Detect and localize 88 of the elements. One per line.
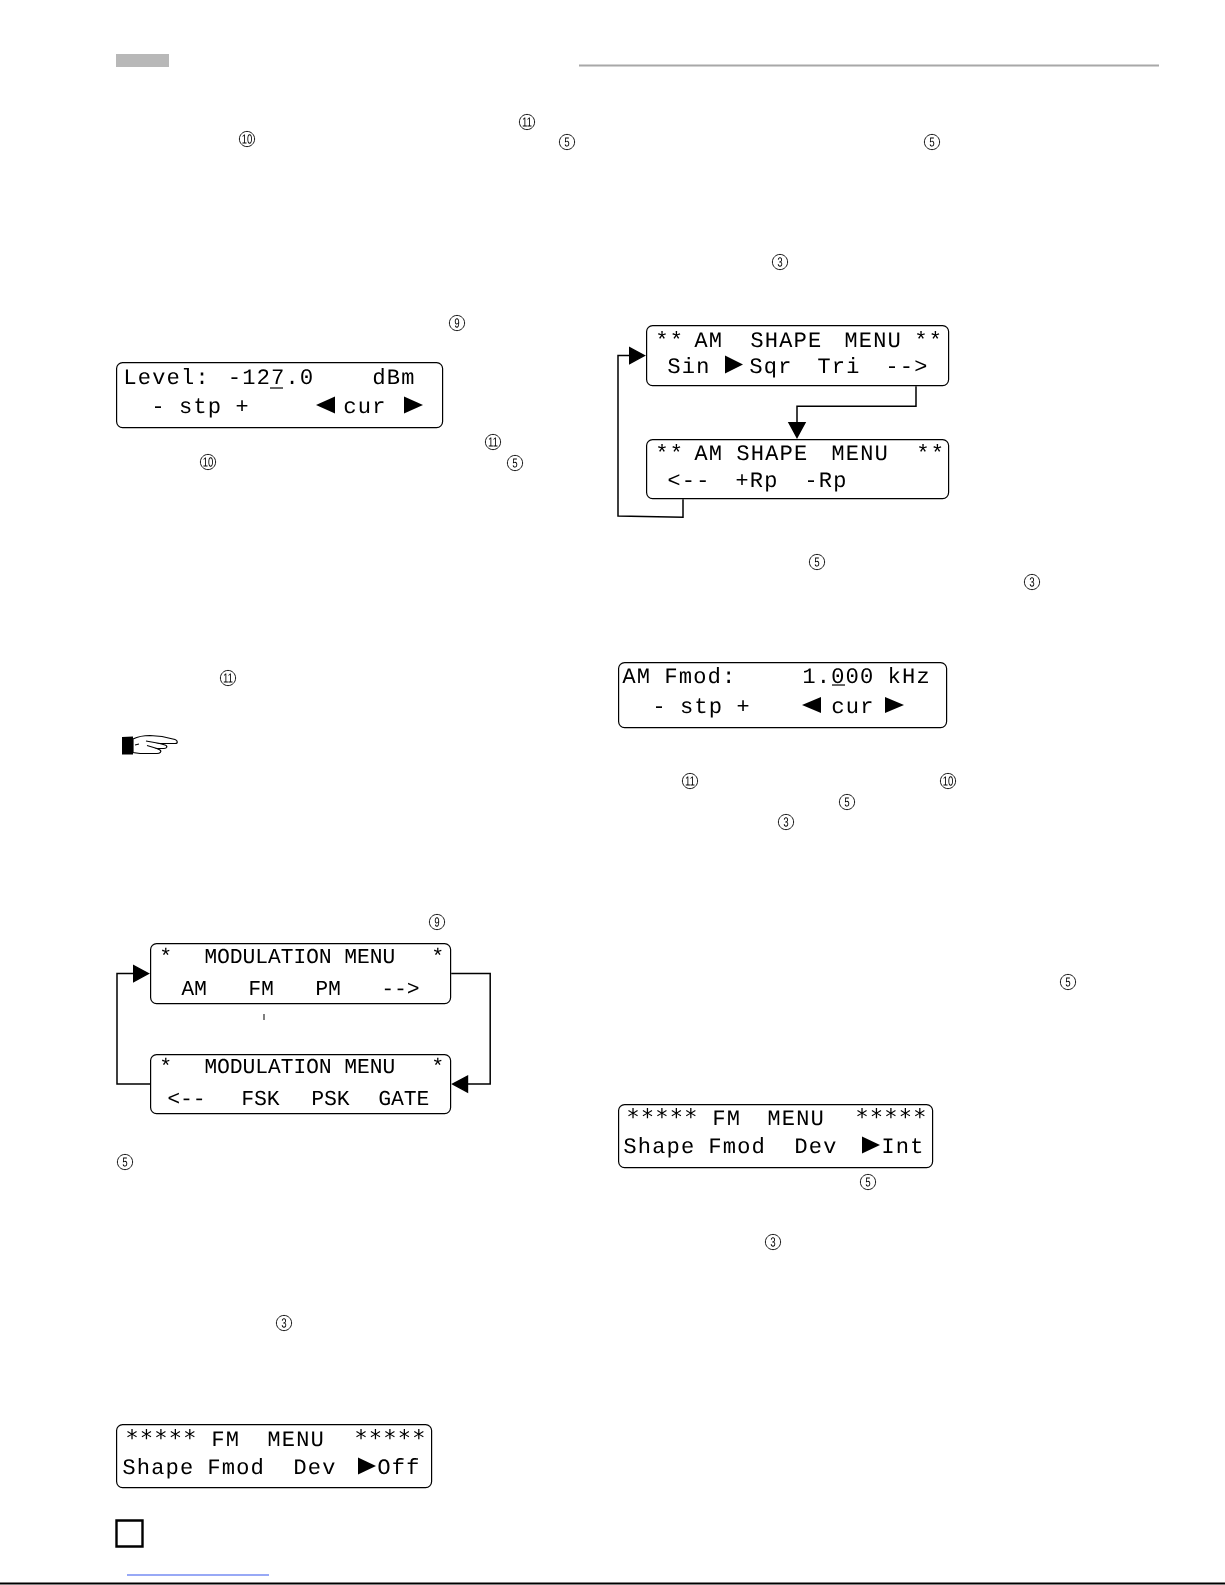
callout-number: 9 — [428, 913, 446, 931]
display-text: SHAPE — [751, 332, 821, 348]
arrow — [450, 972, 491, 1094]
display-text: MODULATION MENU — [205, 948, 394, 964]
callout-number: 11 — [219, 669, 237, 687]
callout-number: 5 — [116, 1153, 134, 1171]
display-text: cur — [344, 401, 384, 414]
display-text: ** — [917, 331, 940, 339]
display-text: * — [161, 1057, 170, 1066]
display-text: FSK — [243, 1090, 280, 1106]
lcd-display — [150, 1054, 452, 1115]
display-text: Dev — [796, 1138, 836, 1154]
display-text: Tri — [818, 357, 859, 373]
display-text: - stp + — [656, 698, 749, 718]
display-text: AM — [694, 445, 721, 460]
display-text: -Rp — [808, 472, 845, 492]
display-text: Dev — [295, 1459, 335, 1475]
display-text: MENU — [832, 445, 887, 461]
display-text: Fmod — [209, 1458, 262, 1475]
callout-number: 11 — [484, 433, 502, 451]
callout-number: 10 — [939, 772, 957, 790]
display-text: ∗∗∗∗∗ — [356, 1429, 424, 1440]
arrow — [116, 964, 151, 1085]
display-text: - stp + — [155, 398, 248, 418]
display-text: FM — [213, 1431, 238, 1446]
callout-number: 5 — [859, 1173, 877, 1191]
display-text: * — [433, 947, 442, 956]
display-text: --> — [384, 982, 419, 994]
display-text: GATE — [379, 1090, 429, 1106]
display-text: Sin — [668, 357, 708, 374]
display-text: AM — [694, 332, 721, 347]
callout-number: 5 — [1059, 973, 1077, 991]
display-text: <-- — [668, 474, 706, 486]
callout-number: 5 — [808, 553, 826, 571]
lcd-display — [150, 943, 452, 1005]
display-text: 1.000 kHz — [804, 667, 928, 684]
callout-number: 11 — [518, 113, 536, 131]
display-text: cur — [832, 701, 872, 714]
callout-number: 3 — [275, 1314, 293, 1332]
display-text: Shape — [123, 1458, 192, 1479]
callout-number: 5 — [838, 793, 856, 811]
display-text: +Rp — [736, 472, 776, 492]
lcd-display — [618, 662, 948, 729]
display-text: AM Fmod: — [622, 667, 730, 684]
display-text: PM — [317, 981, 340, 995]
lcd-display — [646, 439, 950, 500]
lcd-display — [116, 362, 444, 429]
lcd-display — [116, 1424, 433, 1489]
callout-number: 10 — [199, 453, 217, 471]
lcd-display — [618, 1104, 934, 1169]
callout-number: 3 — [764, 1233, 782, 1251]
callout-number: 10 — [238, 130, 256, 148]
display-text: PSK — [313, 1090, 350, 1106]
display-text: Sqr — [750, 358, 790, 378]
display-text: Int — [883, 1138, 922, 1154]
arrow — [617, 346, 684, 518]
display-text: * — [161, 947, 170, 956]
callout-number: 5 — [923, 133, 941, 151]
display-text: MENU — [845, 332, 900, 348]
display-text: MODULATION MENU — [205, 1058, 394, 1074]
display-text: ** — [658, 444, 681, 452]
display-text: ** — [919, 444, 942, 452]
lcd-display — [646, 325, 950, 387]
display-text: ∗∗∗∗∗ — [628, 1108, 696, 1119]
display-text: Off — [378, 1458, 418, 1475]
callout-number: 3 — [1023, 573, 1041, 591]
display-text: --> — [889, 360, 927, 372]
display-text: FM — [250, 981, 273, 995]
display-text: ∗∗∗∗∗ — [127, 1429, 195, 1440]
display-text: Level: -127.0 — [125, 368, 312, 385]
display-text: <-- — [168, 1092, 203, 1104]
display-text: Shape — [624, 1137, 693, 1158]
display-text: AM — [181, 981, 206, 995]
display-text: dBm — [373, 368, 414, 385]
display-text: SHAPE — [737, 445, 807, 461]
callout-number: 5 — [506, 454, 524, 472]
display-text: ∗∗∗∗∗ — [857, 1108, 925, 1119]
display-text: MENU — [268, 1431, 323, 1447]
display-text: ** — [658, 331, 681, 339]
display-text: Fmod — [710, 1137, 763, 1154]
callout-number: 3 — [777, 813, 795, 831]
callout-number: 11 — [681, 772, 699, 790]
display-text: MENU — [768, 1110, 823, 1126]
display-text: * — [433, 1057, 442, 1066]
callout-number: 9 — [448, 314, 466, 332]
display-text: FM — [714, 1110, 739, 1125]
callout-number: 3 — [771, 253, 789, 271]
callout-number: 5 — [558, 133, 576, 151]
